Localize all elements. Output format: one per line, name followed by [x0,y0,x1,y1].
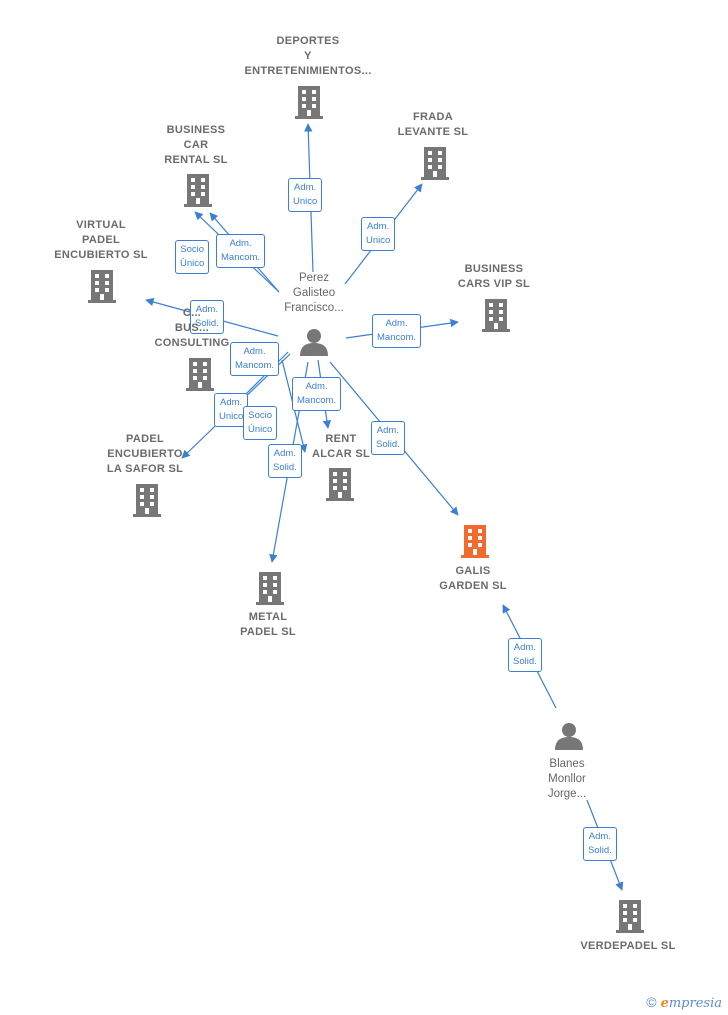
company-label-metal-padel[interactable]: METAL PADEL SL [240,611,296,638]
brand-name: mpresia [668,996,722,1011]
person-label-perez[interactable]: Perez Galisteo Francisco... [284,272,344,314]
brand-e-logo: e [660,996,669,1011]
building-icon[interactable] [461,525,489,558]
building-icon[interactable] [295,86,323,119]
edge-label-blanes-to-verdepadel[interactable]: Adm. Solid. [583,827,617,861]
company-label-frada[interactable]: FRADA LEVANTE SL [397,111,469,138]
company-label-business-consulting[interactable]: C... BUS... CONSULTING [154,307,230,349]
edge-label-perez-to-frada[interactable]: Adm. Unico [361,217,396,251]
company-label-verdepadel[interactable]: VERDEPADEL SL [580,940,676,952]
person-icon[interactable] [300,329,328,356]
building-icon[interactable] [482,299,510,332]
company-label-deportes[interactable]: DEPORTES Y ENTRETENIMIENTOS... [244,35,372,77]
brand-footer: ©empresia [646,994,722,1011]
edge-label-perez-to-deportes[interactable]: Adm. Unico [288,178,323,212]
copyright-symbol: © [646,994,657,1010]
building-icon[interactable] [184,174,212,207]
edge-label-blanes-to-galis[interactable]: Adm. Solid. [508,638,542,672]
edge-label-perez-to-padel-safor[interactable]: Adm. Mancom. [230,342,280,376]
edge-label-perez-to-rent-alcar[interactable]: Adm. Mancom. [292,377,342,411]
company-label-business-cars-vip[interactable]: BUSINESS CARS VIP SL [457,263,531,290]
edge-label-perez-to-business-car-rental[interactable]: Adm. Mancom. [216,234,266,268]
edge-label-perez-to-business-cars-vip[interactable]: Adm. Mancom. [372,314,422,348]
company-label-rent-alcar[interactable]: RENT ALCAR SL [311,433,370,460]
person-icon[interactable] [555,723,583,750]
building-icon[interactable] [616,900,644,933]
company-label-galis[interactable]: GALIS GARDEN SL [439,565,507,592]
company-label-virtual-padel[interactable]: VIRTUAL PADEL ENCUBIERTO SL [54,219,148,261]
company-label-padel-safor[interactable]: PADEL ENCUBIERTO LA SAFOR SL [106,433,184,475]
edge-label-perez-to-business-car-rental[interactable]: Socio Único [175,240,210,274]
building-icon[interactable] [133,484,161,517]
edge-label-perez-to-virtual-padel[interactable]: Adm. Solid. [190,300,224,334]
building-icon[interactable] [186,358,214,391]
building-icon[interactable] [326,468,354,501]
edge-label-perez-to-rent-alcar[interactable]: Socio Único [243,406,278,440]
edge-label-perez-to-metal-padel[interactable]: Adm. Solid. [268,444,302,478]
company-label-business-car-rental[interactable]: BUSINESS CAR RENTAL SL [164,124,228,166]
edge-label-perez-to-galis[interactable]: Adm. Solid. [371,421,405,455]
edge-label-perez-to-padel-safor[interactable]: Adm. Unico [214,393,249,427]
building-icon[interactable] [421,147,449,180]
building-icon[interactable] [88,270,116,303]
person-label-blanes[interactable]: Blanes Monllor Jorge... [547,758,587,800]
building-icon[interactable] [256,572,284,605]
